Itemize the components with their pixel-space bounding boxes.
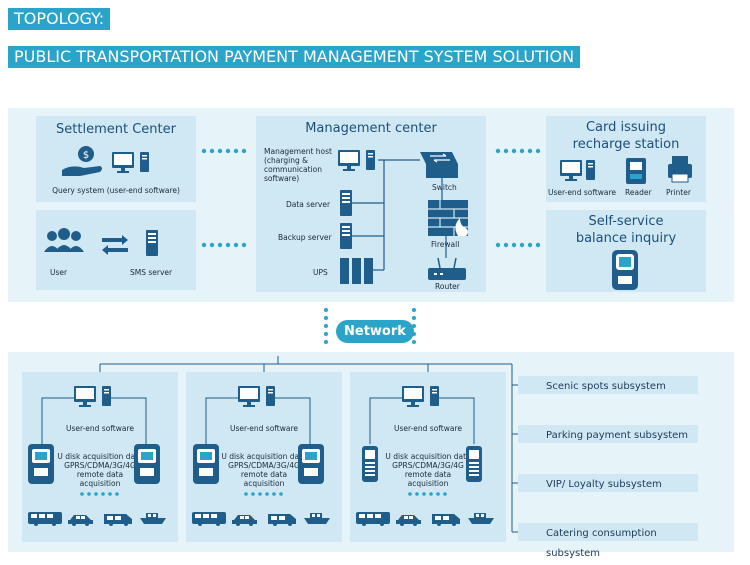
management-host-label: Management host (charging & communicatio… — [264, 147, 332, 183]
terminal-2-line2: GPRS/CDMA/3G/4G — [228, 461, 300, 470]
ups-label: UPS — [313, 268, 328, 277]
management-center-title: Management center — [305, 121, 437, 136]
terminal-1-line1: U disk acquisition data — [57, 452, 143, 461]
terminal-1-software: User-end software — [65, 424, 135, 433]
subsystem-catering: Catering consumption subsystem — [518, 523, 698, 559]
terminal-1-line3: remote data acquisition — [76, 470, 124, 488]
firewall-label: Firewall — [431, 240, 460, 249]
sms-server-label: SMS server — [130, 268, 173, 277]
terminal-3-software: User-end software — [393, 424, 463, 433]
terminal-2-line1: U disk acquisition data — [221, 452, 307, 461]
reader-label: Reader — [625, 188, 652, 197]
subsystem-parking: Parking payment subsystem — [518, 425, 698, 443]
self-service-title-1: Self-service — [588, 214, 664, 229]
subsystem-scenic: Scenic spots subsystem — [518, 376, 698, 394]
terminal-3-line2: GPRS/CDMA/3G/4G — [392, 461, 464, 470]
user-end-software-label: User-end software — [548, 188, 617, 197]
printer-label: Printer — [666, 188, 691, 197]
card-issuing-title-1: Card issuing — [585, 120, 667, 135]
terminal-2-line3: remote data acquisition — [240, 470, 288, 488]
subsystem-parking-label: Parking payment subsystem — [546, 430, 689, 441]
terminal-3-line3: remote data acquisition — [404, 470, 452, 488]
terminal-2-software: User-end software — [229, 424, 299, 433]
data-server-label: Data server — [286, 200, 331, 209]
user-label: User — [50, 268, 68, 277]
terminal-1-line2: GPRS/CDMA/3G/4G — [64, 461, 136, 470]
router-label: Router — [435, 282, 460, 291]
switch-label: Switch — [432, 183, 457, 192]
backup-server-label: Backup server — [278, 233, 332, 242]
subsystem-vip: VIP/ Loyalty subsystem — [518, 474, 698, 492]
terminal-3-line1: U disk acquisition data — [385, 452, 471, 461]
sms-box — [36, 210, 196, 290]
subsystem-scenic-label: Scenic spots subsystem — [546, 381, 666, 392]
query-system-label: Query system (user-end software) — [52, 186, 180, 195]
card-issuing-title-2: recharge station — [572, 137, 680, 152]
settlement-center-title: Settlement Center — [56, 122, 176, 137]
self-service-title-2: balance inquiry — [575, 231, 677, 246]
header-subtitle: PUBLIC TRANSPORTATION PAYMENT MANAGEMENT… — [8, 46, 581, 68]
network-cloud: Network — [336, 320, 414, 343]
header-title: TOPOLOGY: — [8, 8, 111, 30]
subsystem-catering-label: Catering consumption subsystem — [546, 528, 657, 559]
subsystem-vip-label: VIP/ Loyalty subsystem — [546, 479, 662, 490]
